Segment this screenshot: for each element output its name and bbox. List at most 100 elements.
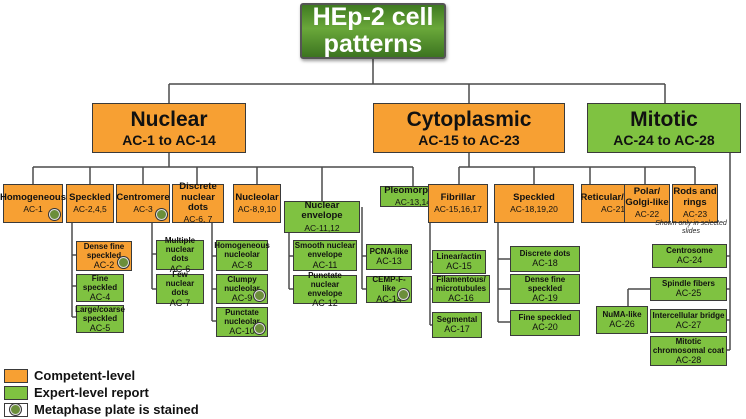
node-code: AC-24 <box>676 255 703 266</box>
legend-swatch-green <box>4 385 28 400</box>
legend-expert: Expert-level report <box>4 385 149 400</box>
category-mitotic-title: Mitotic <box>630 107 698 131</box>
node-homogeneous: Homogeneous AC-1 <box>0 184 66 223</box>
node-discrete-dots: Discrete dots AC-18 <box>510 246 580 272</box>
node-fibrillar-code: AC-15,16,17 <box>434 204 482 215</box>
category-mitotic-range: AC-24 to AC-28 <box>613 131 715 148</box>
category-mitotic: Mitotic AC-24 to AC-28 <box>587 103 741 153</box>
node-speckled-cyto-name: Speckled <box>513 191 555 203</box>
node-segmental: Segmental AC-17 <box>432 312 482 338</box>
metaphase-icon <box>10 403 21 415</box>
metaphase-icon <box>156 209 167 220</box>
node-code: AC-25 <box>675 288 702 299</box>
node-smooth-nuclear-envelope: Smooth nuclear envelope AC-11 <box>293 240 357 271</box>
node-code: AC-7 <box>169 297 191 308</box>
node-polar-golgi: Polar/ Golgi-like AC-22 <box>624 184 670 223</box>
node-nucleolar-name: Nucleolar <box>235 191 279 203</box>
node-code: AC-20 <box>532 322 558 333</box>
node-name: Fine speckled <box>518 313 572 323</box>
node-few-nuclear-dots: Few nuclear dots AC-7 <box>156 270 204 308</box>
node-name: Segmental <box>436 315 478 325</box>
node-speckled-cytoplasmic: Speckled AC-18,19,20 <box>494 184 574 223</box>
node-homogeneous-nucleolar: Homogeneous nucleolar AC-8 <box>214 240 270 271</box>
node-fibrillar: Fibrillar AC-15,16,17 <box>428 184 488 223</box>
node-name: Spindle fibers <box>662 279 715 289</box>
node-linear-actin: Linear/actin AC-15 <box>432 250 486 274</box>
node-code: AC-15 <box>446 261 472 272</box>
node-dense-fine-speckled-cyto: Dense fine speckled AC-19 <box>510 274 580 304</box>
category-nuclear: Nuclear AC-1 to AC-14 <box>92 103 246 153</box>
node-code: AC-10 <box>229 326 255 337</box>
node-code: AC-27 <box>675 320 702 331</box>
node-name: Dense fine speckled <box>524 274 566 293</box>
node-name: Large/coarse speckled <box>75 304 125 323</box>
node-envelope-name: Nuclear envelope <box>301 199 343 222</box>
node-code: AC-17 <box>444 324 470 335</box>
node-pleomorphic-name: Pleomorphic <box>384 184 442 196</box>
node-name: Centrosome <box>666 246 713 256</box>
node-code: AC-13 <box>376 256 402 267</box>
node-nucleolar: Nucleolar AC-8,9,10 <box>233 184 281 223</box>
node-dense-fine-speckled-nuclear: Dense fine speckled AC-2 <box>76 241 132 271</box>
node-name: Mitotic chromosomal coat <box>652 336 725 355</box>
node-rods-and-rings: Rods and rings AC-23 <box>672 184 718 223</box>
node-name: CEMP-F-like <box>372 275 406 294</box>
legend-metaphase-box <box>4 402 28 417</box>
node-pcna-like: PCNA-like AC-13 <box>366 244 412 270</box>
node-name: Linear/actin <box>436 252 482 262</box>
node-multiple-nuclear-dots: Multiple nuclear dots AC-6 <box>156 236 204 274</box>
node-name: Dense fine speckled <box>83 241 125 260</box>
legend-metaphase: Metaphase plate is stained <box>4 402 199 417</box>
node-cemp-f-like: CEMP-F-like AC-14 <box>366 275 412 304</box>
category-nuclear-range: AC-1 to AC-14 <box>122 131 216 148</box>
node-code: AC-9 <box>231 293 253 304</box>
root-node: HEp-2 cell patterns <box>300 3 446 59</box>
node-code: AC-12 <box>312 298 338 309</box>
node-name: Few nuclear dots <box>165 270 195 298</box>
node-polar-code: AC-22 <box>634 209 660 220</box>
node-centromere-name: Centromere <box>116 191 170 203</box>
node-name: NuMA-like <box>602 310 642 320</box>
node-name: Filamentous/ microtubules <box>435 274 487 293</box>
node-rods-code: AC-23 <box>682 209 708 220</box>
node-speckled-nuclear: Speckled AC-2,4,5 <box>66 184 114 223</box>
category-cytoplasmic: Cytoplasmic AC-15 to AC-23 <box>373 103 565 153</box>
node-code: AC-2 <box>93 260 115 271</box>
metaphase-icon <box>254 323 265 334</box>
node-centromere-code: AC-3 <box>133 204 153 215</box>
metaphase-icon <box>398 289 409 300</box>
metaphase-icon <box>118 257 129 268</box>
node-envelope-code: AC-11,12 <box>304 222 340 233</box>
node-discrete-code: AC-6, 7 <box>183 214 213 225</box>
node-code: AC-16 <box>448 293 474 304</box>
category-nuclear-title: Nuclear <box>130 107 208 131</box>
node-code: AC-6 <box>169 263 191 274</box>
node-name: Discrete dots <box>519 249 571 259</box>
category-cytoplasmic-title: Cytoplasmic <box>406 107 532 131</box>
node-centrosome: Centrosome AC-24 <box>652 244 727 268</box>
node-filamentous-microtubules: Filamentous/ microtubules AC-16 <box>432 275 490 303</box>
node-name: Fine speckled <box>82 273 118 292</box>
rods-note: Shown only in selected slides <box>655 220 727 236</box>
node-homogeneous-code: AC-1 <box>23 204 43 215</box>
node-code: AC-19 <box>532 293 558 304</box>
node-spindle-fibers: Spindle fibers AC-25 <box>650 277 727 301</box>
node-code: AC-14 <box>376 293 402 304</box>
root-title-line2: patterns <box>323 30 423 58</box>
metaphase-icon <box>254 290 265 301</box>
node-name: Punctate nucleolar <box>224 307 260 326</box>
legend-swatch-orange <box>4 368 28 383</box>
category-cytoplasmic-range: AC-15 to AC-23 <box>418 131 520 148</box>
node-reticular-code: AC-21 <box>600 204 626 215</box>
node-rods-name: Rods and rings <box>673 186 717 208</box>
legend-metaphase-label: Metaphase plate is stained <box>34 402 199 417</box>
node-name: Intercellular bridge <box>652 311 725 321</box>
legend-competent-label: Competent-level <box>34 368 136 383</box>
node-fibrillar-name: Fibrillar <box>440 191 476 203</box>
node-name: Smooth nuclear envelope <box>294 241 356 260</box>
root-title-line1: HEp-2 cell <box>312 2 434 31</box>
node-fine-speckled-nuclear: Fine speckled AC-4 <box>76 274 124 302</box>
node-numa-like: NuMA-like AC-26 <box>596 306 648 334</box>
metaphase-icon <box>49 209 60 220</box>
